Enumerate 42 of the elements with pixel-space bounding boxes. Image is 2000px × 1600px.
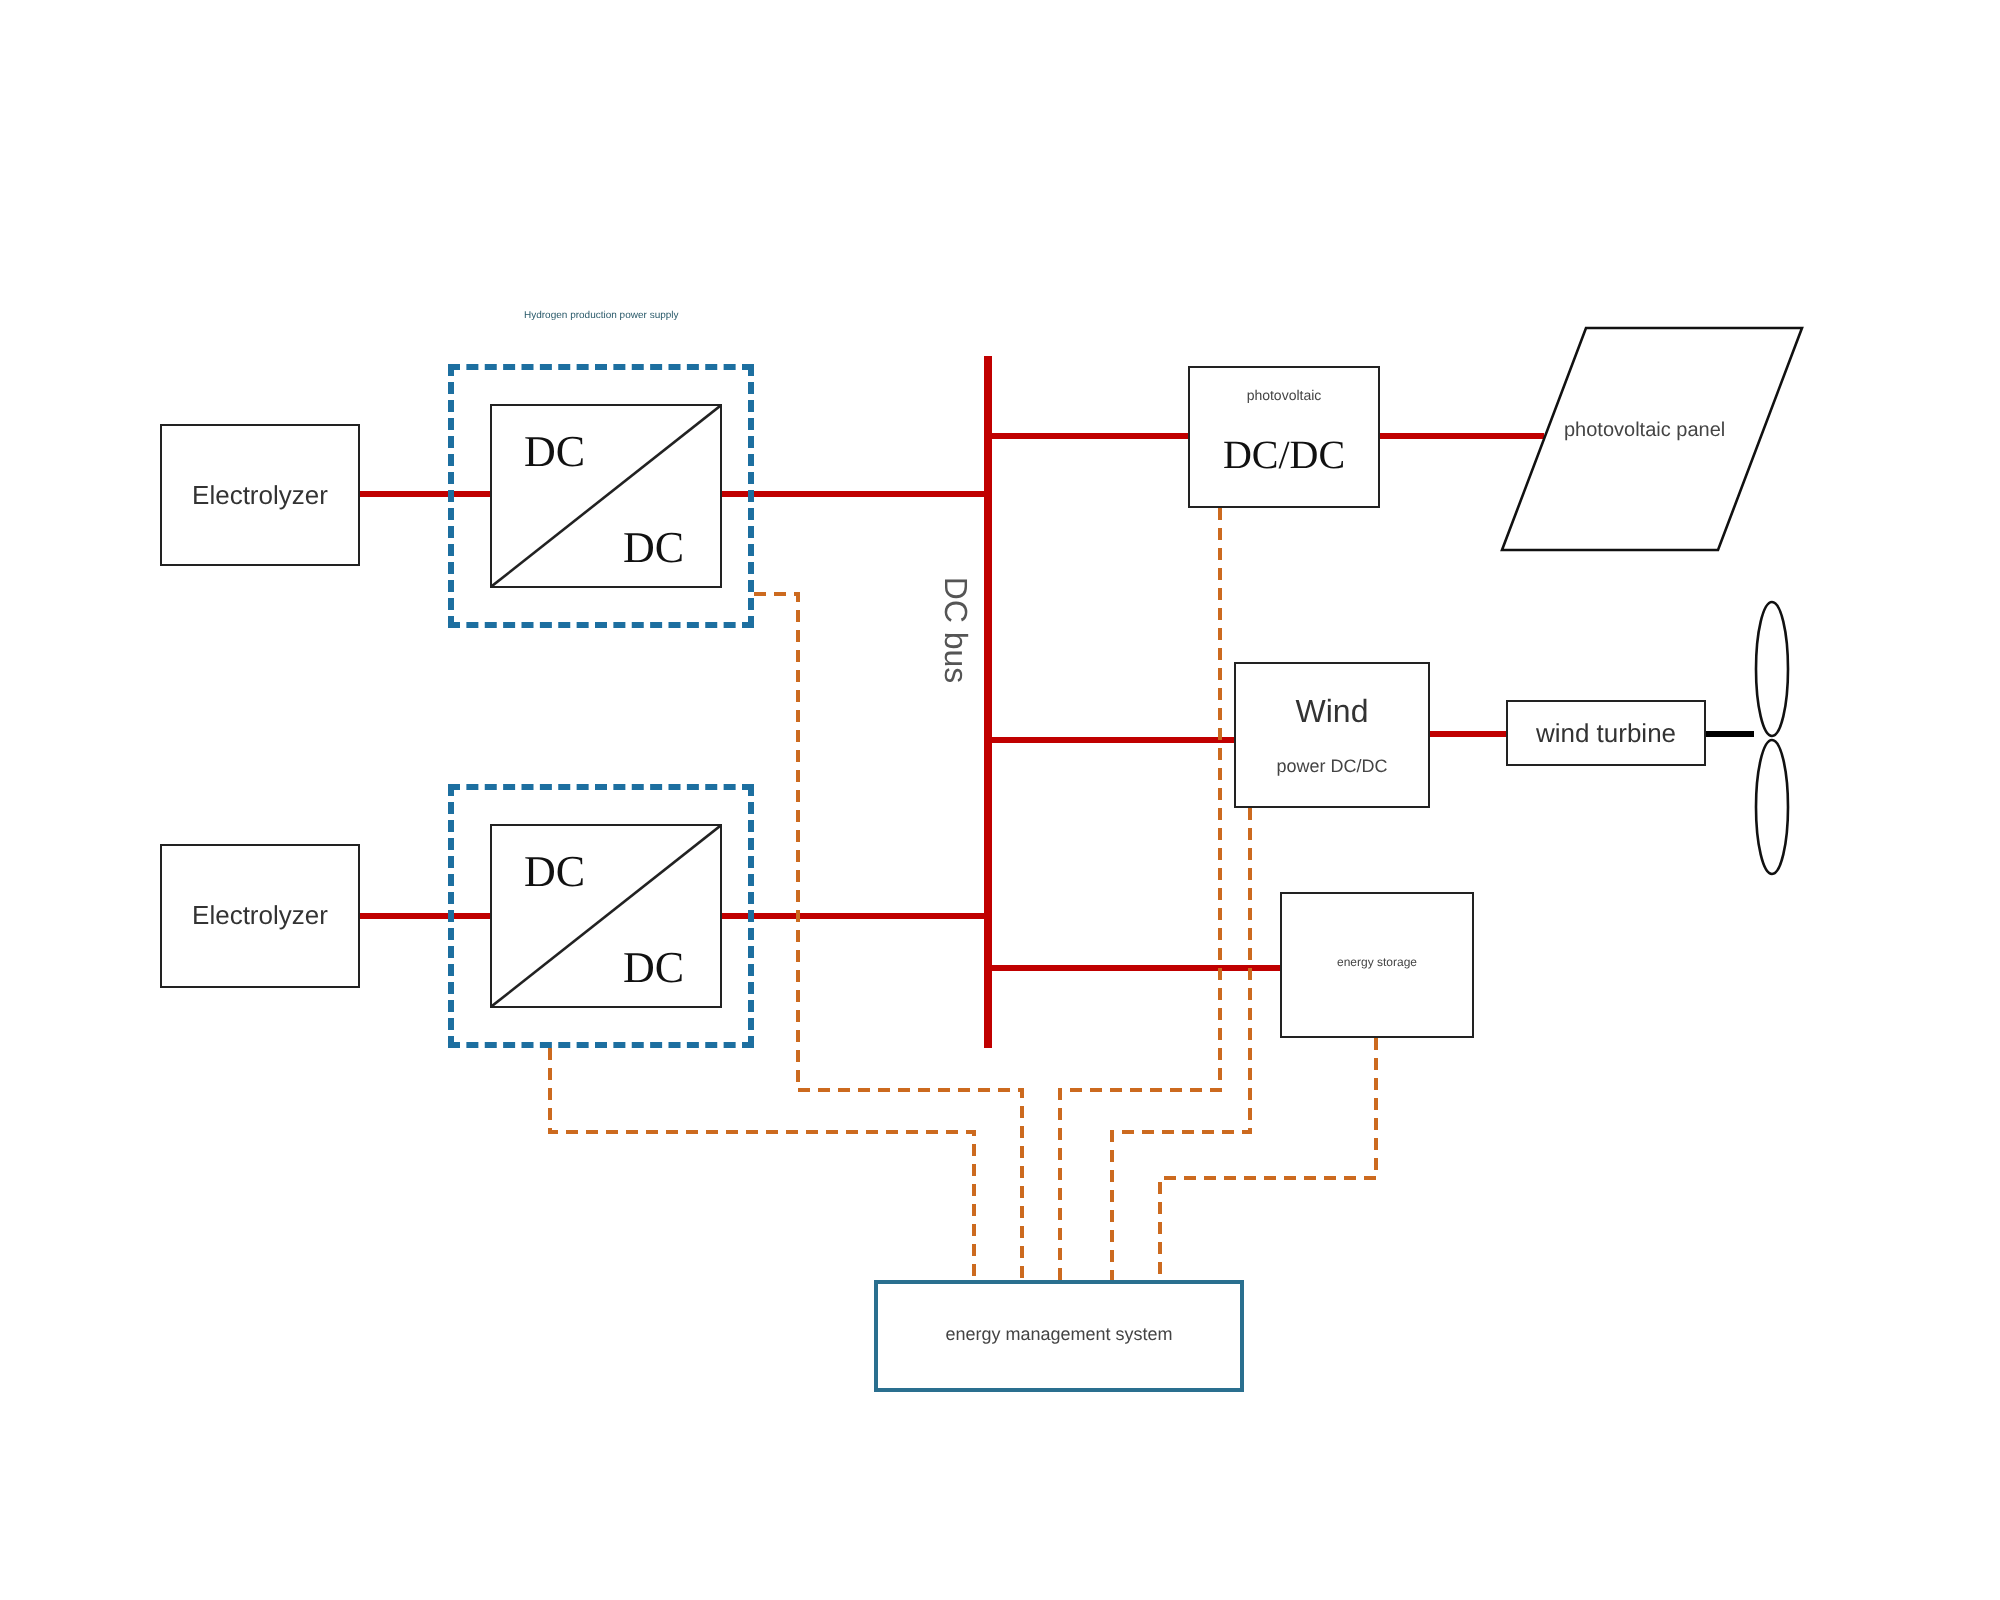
bus-bar xyxy=(984,356,992,1048)
node-label: wind turbine xyxy=(1535,715,1677,752)
bus-label: DC bus xyxy=(935,576,974,684)
node-subtitle: power DC/DC xyxy=(1276,753,1388,780)
process-box xyxy=(1506,700,1706,766)
converter-label: DC xyxy=(622,526,684,570)
process-box xyxy=(874,1280,1244,1392)
node-title: Wind xyxy=(1295,693,1369,734)
power-line xyxy=(992,965,1280,971)
parallelogram-box xyxy=(1500,326,1804,552)
node-label: Electrolyzer xyxy=(192,477,328,514)
node-subtitle: DC/DC xyxy=(1222,431,1346,482)
converter-label: DC xyxy=(524,430,586,474)
process-box xyxy=(1188,366,1380,508)
wind-turbine-drawing xyxy=(1754,600,1790,876)
dashed-control-line xyxy=(1110,808,1252,1280)
power-line xyxy=(360,913,490,919)
dashed-control-line xyxy=(548,1048,976,1280)
power-line xyxy=(992,737,1234,743)
dashed-group-box xyxy=(448,784,754,1048)
dashed-control-line xyxy=(1158,1038,1378,1280)
power-line xyxy=(722,491,984,497)
process-box xyxy=(1280,892,1474,1038)
power-line xyxy=(1430,731,1506,737)
power-line xyxy=(992,433,1188,439)
converter-label: DC xyxy=(622,946,684,990)
dashed-control-line xyxy=(754,592,1024,1280)
converter-box xyxy=(490,404,722,588)
node-label: energy management system xyxy=(945,1322,1173,1349)
process-box xyxy=(160,424,360,566)
power-line xyxy=(722,913,984,919)
power-line xyxy=(1380,433,1545,439)
node-label: photovoltaic panel xyxy=(1564,418,1726,446)
power-line xyxy=(360,491,490,497)
power-line xyxy=(1706,731,1754,737)
converter-box xyxy=(490,824,722,1008)
converter-label: DC xyxy=(524,850,586,894)
node-label: Electrolyzer xyxy=(192,898,328,935)
process-box xyxy=(1234,662,1430,808)
dashed-control-line xyxy=(1058,508,1222,1280)
process-box xyxy=(160,844,360,988)
dashed-group-box xyxy=(448,364,754,628)
